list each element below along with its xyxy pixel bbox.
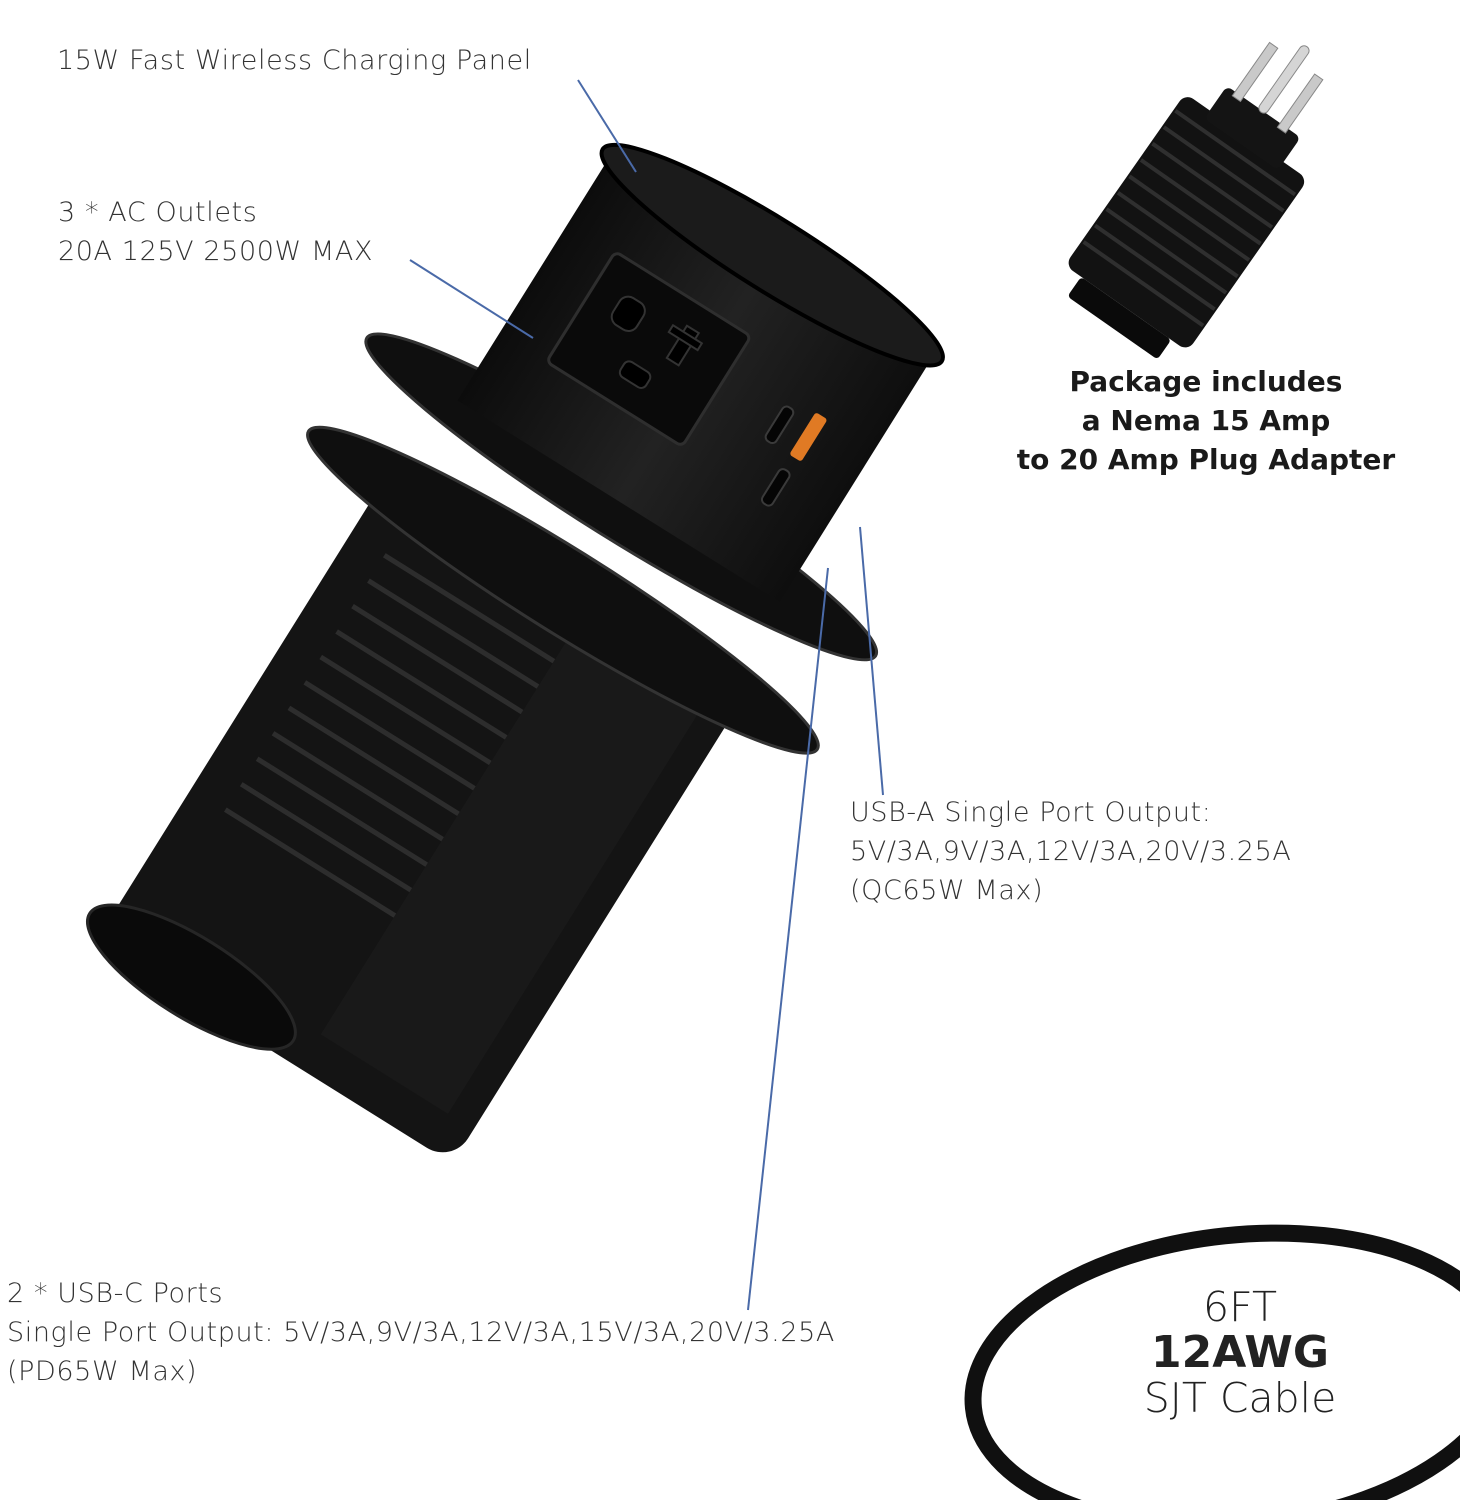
package-line-1: Package includes: [1069, 365, 1343, 398]
usb-a-output: 5V/3A,9V/3A,12V/3A,20V/3.25A: [850, 836, 1292, 867]
callout-lines: [409, 79, 884, 1311]
cable-gauge: 12AWG: [1151, 1327, 1329, 1378]
ac-outlets-count: 3 * AC Outlets: [58, 197, 258, 228]
usb-a-callout: USB-A Single Port Output: 5V/3A,9V/3A,12…: [850, 793, 1291, 910]
cable-length: 6FT: [1203, 1283, 1277, 1331]
usb-a-max: (QC65W Max): [850, 875, 1044, 906]
package-includes-note: Package includes a Nema 15 Amp to 20 Amp…: [1000, 362, 1412, 479]
usb-c-title: 2 * USB-C Ports: [7, 1278, 224, 1309]
ac-outlets-callout: 3 * AC Outlets 20A 125V 2500W MAX: [58, 193, 373, 271]
ac-outlets-rating: 20A 125V 2500W MAX: [58, 236, 374, 267]
pop-up-power-outlet-icon: [85, 142, 945, 1153]
usb-c-callout: 2 * USB-C Ports Single Port Output: 5V/3…: [7, 1274, 835, 1391]
package-line-3: to 20 Amp Plug Adapter: [1016, 443, 1396, 476]
wireless-charging-text: 15W Fast Wireless Charging Panel: [57, 45, 532, 76]
power-cable-icon: [964, 1224, 1460, 1500]
wireless-charging-callout: 15W Fast Wireless Charging Panel: [57, 41, 532, 80]
package-line-2: a Nema 15 Amp: [1081, 404, 1331, 437]
cable-spec: 6FT 12AWG SJT Cable: [1100, 1285, 1380, 1421]
usb-a-title: USB-A Single Port Output:: [850, 797, 1212, 828]
plug-adapter-icon: [1068, 41, 1324, 358]
usb-c-output: Single Port Output: 5V/3A,9V/3A,12V/3A,1…: [7, 1317, 835, 1348]
usb-c-max: (PD65W Max): [7, 1356, 198, 1387]
cable-type: SJT Cable: [1143, 1374, 1337, 1422]
